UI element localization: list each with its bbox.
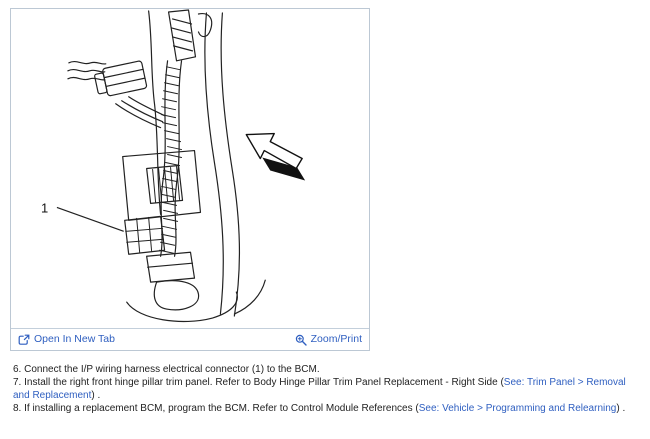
step-7-text: 7. Install the right front hinge pillar … <box>13 377 504 388</box>
figure-panel: 1 Open In New Tab <box>10 8 370 351</box>
step-8-text: 8. If installing a replacement BCM, prog… <box>13 403 419 414</box>
figure-svg: 1 <box>41 9 306 323</box>
instruction-step-8: 8. If installing a replacement BCM, prog… <box>13 402 643 415</box>
open-in-new-tab-icon <box>18 334 30 346</box>
instruction-list: 6. Connect the I/P wiring harness electr… <box>13 363 643 415</box>
figure-toolbar: Open In New Tab Zoom/Print <box>11 328 369 350</box>
top-connector <box>94 60 148 97</box>
trim-panel-removal-link[interactable]: See: Trim Panel > Removal and Replacemen… <box>13 377 626 401</box>
step-6-text: 6. Connect the I/P wiring harness electr… <box>13 364 320 375</box>
pillar-outline <box>204 12 224 315</box>
instruction-step-6: 6. Connect the I/P wiring harness electr… <box>13 363 643 376</box>
magnifier-icon <box>295 334 307 346</box>
callout-leader-line <box>56 206 124 232</box>
wiring-diagram-illustration: 1 <box>11 9 369 328</box>
zoom-print-label: Zoom/Print <box>310 333 362 346</box>
programming-relearning-link[interactable]: See: Vehicle > Programming and Relearnin… <box>418 403 617 414</box>
step-8-text-after: ) . <box>616 403 626 414</box>
zoom-print-link[interactable]: Zoom/Print <box>295 334 362 346</box>
direction-arrow <box>245 132 303 170</box>
open-in-new-tab-link[interactable]: Open In New Tab <box>18 334 115 346</box>
callout-1-label: 1 <box>41 200 48 215</box>
connector-1 <box>124 215 166 255</box>
instruction-step-7: 7. Install the right front hinge pillar … <box>13 376 643 402</box>
bcm-module <box>122 149 202 221</box>
direction-arrow-shadow <box>262 157 306 181</box>
bottom-connector <box>146 251 196 283</box>
step-7-text-after: ) . <box>91 390 101 401</box>
open-in-new-tab-label: Open In New Tab <box>34 333 115 346</box>
